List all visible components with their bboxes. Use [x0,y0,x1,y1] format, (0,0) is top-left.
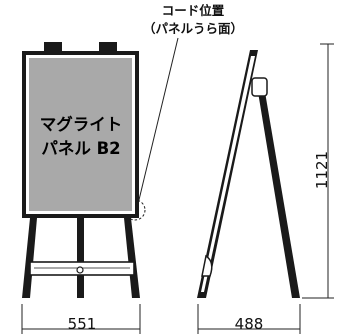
panel-model: パネル B2 [41,139,120,158]
side-view [197,50,300,298]
width-value: 551 [68,315,97,333]
height-dimension: 1121 [302,43,334,299]
callout-title: コード位置 [162,3,225,18]
front-leg-center [77,218,84,298]
side-rear-leg [258,92,300,298]
depth-dimension: 488 [197,304,301,334]
side-hinge [251,77,268,97]
height-value: 1121 [313,151,331,189]
crossbar-bolt [76,266,84,274]
panel-poster-area [29,58,132,211]
depth-value: 488 [235,315,264,333]
callout-subtitle: （パネルうら面） [143,21,243,36]
width-dimension: 551 [21,304,141,334]
callout-leader-line [137,37,179,205]
front-view: マグライト パネル B2 [22,42,140,298]
side-cord-clip [201,254,213,277]
side-front-leg-highlight [201,56,255,292]
top-clip-left [44,42,62,52]
panel-title: マグライト [40,114,123,134]
top-clip-right [99,42,117,52]
front-leg-right [124,218,140,298]
front-leg-left [22,218,37,298]
